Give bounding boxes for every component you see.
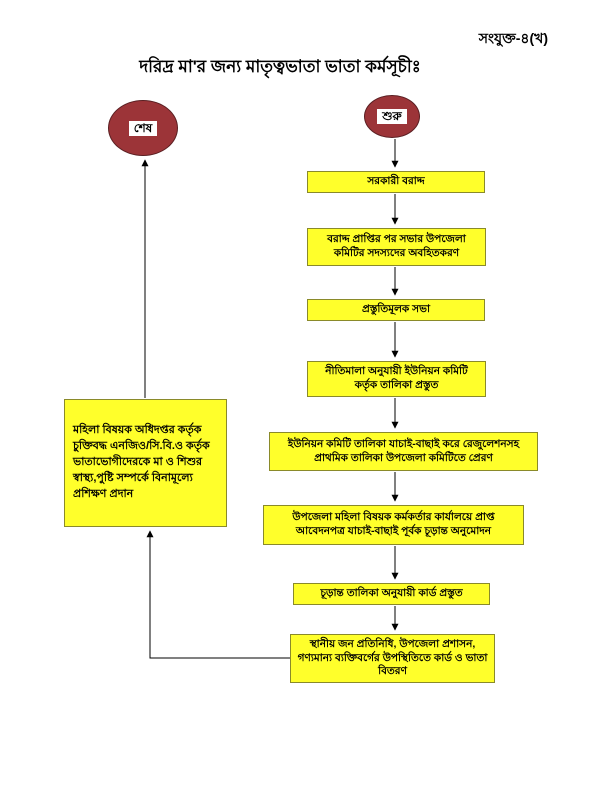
connector-step8-to-sidebox <box>146 530 290 659</box>
flow-step-3-preparatory-meeting: প্রস্তুতিমূলক সভা <box>307 299 485 321</box>
end-terminator-label: শেষ <box>128 120 158 136</box>
start-terminator: শুরু <box>364 95 420 138</box>
start-terminator-label: শুরু <box>377 109 407 124</box>
end-terminator: শেষ <box>108 100 178 156</box>
corner-annex-label: সংযুক্ত-৪(খ) <box>478 30 548 46</box>
flow-step-6-label: উপজেলা মহিলা বিষয়ক কর্মকর্তার কার্যালয়… <box>292 511 495 537</box>
flow-step-5-list-verification-send: ইউনিয়ন কমিটি তালিকা যাচাই-বাছাই করে রেজ… <box>269 432 538 471</box>
flow-step-3-label: প্রস্তুতিমূলক সভা <box>362 303 430 316</box>
flow-step-5-label: ইউনিয়ন কমিটি তালিকা যাচাই-বাছাই করে রেজ… <box>287 437 520 464</box>
flow-step-6-final-approval: উপজেলা মহিলা বিষয়ক কর্মকর্তার কার্যালয়… <box>263 505 524 545</box>
flow-step-1-label: সরকারী বরাদ্দ <box>367 175 425 188</box>
flow-step-8-card-allowance-distribution: স্থানীয় জন প্রতিনিধি, উপজেলা প্রশাসন, গ… <box>290 634 495 683</box>
side-step-training-box: মহিলা বিষয়ক অধিদপ্তর কর্তৃক চুক্তিবদ্ধ … <box>64 399 227 527</box>
flow-step-2-label: বরাদ্দ প্রাপ্তির পর সভার উপজেলা কমিটির স… <box>327 233 466 259</box>
flow-step-1-government-allocation: সরকারী বরাদ্দ <box>307 171 485 193</box>
flow-step-4-union-committee-list: নীতিমালা অনুযায়ী ইউনিয়ন কমিটি কর্তৃক ত… <box>307 361 486 397</box>
page-title: দরিদ্র মা'র জন্য মাতৃত্বভাতা ভাতা কর্মসূ… <box>139 57 421 76</box>
flow-step-7-card-preparation: চূড়ান্ত তালিকা অনুযায়ী কার্ড প্রস্তুত <box>293 583 490 605</box>
flow-step-7-label: চূড়ান্ত তালিকা অনুযায়ী কার্ড প্রস্তুত <box>320 587 463 600</box>
flow-step-8-label: স্থানীয় জন প্রতিনিধি, উপজেলা প্রশাসন, গ… <box>297 638 488 678</box>
flow-step-4-label: নীতিমালা অনুযায়ী ইউনিয়ন কমিটি কর্তৃক ত… <box>325 365 468 391</box>
side-step-training-label: মহিলা বিষয়ক অধিদপ্তর কর্তৃক চুক্তিবদ্ধ … <box>73 424 210 500</box>
flow-step-2-committee-notification: বরাদ্দ প্রাপ্তির পর সভার উপজেলা কমিটির স… <box>307 228 486 266</box>
